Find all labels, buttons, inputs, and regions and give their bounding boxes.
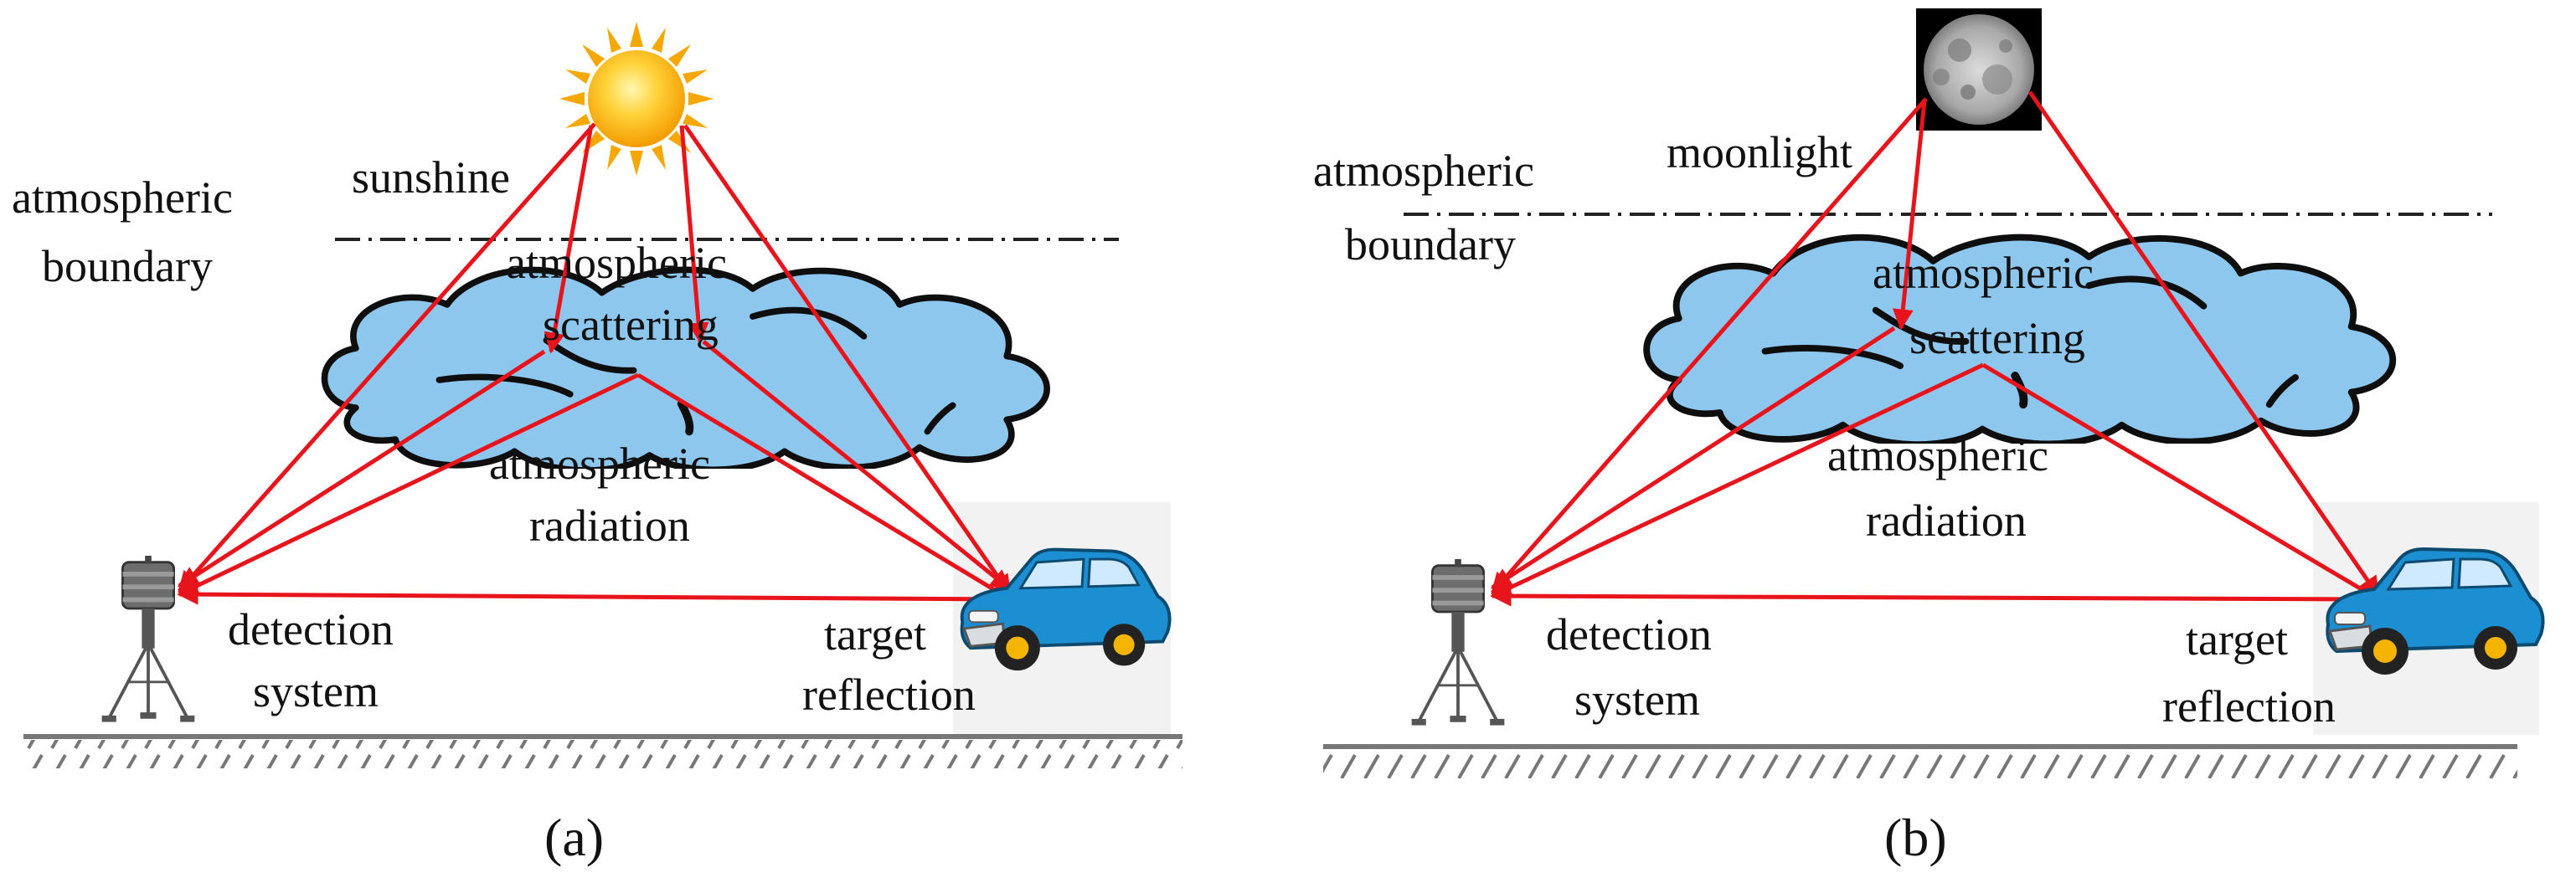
ray-scatter-to-detector bbox=[1490, 326, 1896, 590]
detector-label-line1: detection bbox=[1546, 609, 1712, 660]
sun-icon bbox=[559, 22, 714, 176]
radiation-label-line2: radiation bbox=[1866, 495, 2027, 546]
detector-label-line2: system bbox=[253, 666, 379, 716]
ground-hatch bbox=[1323, 750, 2517, 778]
ray-radiation-to-detector bbox=[1490, 362, 1985, 598]
scattering-label-line2: scattering bbox=[1909, 313, 2085, 363]
boundary-label-line1: atmospheric bbox=[1313, 146, 1534, 196]
ray-scatter-to-target bbox=[702, 340, 1012, 591]
ray-target-detector bbox=[177, 583, 1012, 610]
scattering-label-line1: atmospheric bbox=[506, 238, 727, 288]
target-label-line1: target bbox=[2186, 614, 2288, 665]
light-paths-b bbox=[1490, 90, 2381, 610]
panel-b: moonlight atmospheric boundary atmospher… bbox=[1313, 8, 2545, 867]
radiation-label-line1: atmospheric bbox=[489, 439, 710, 489]
moon-icon bbox=[1916, 8, 2042, 131]
panel-a: sunshine atmospheric boundary atmospheri… bbox=[12, 22, 1182, 867]
detector-label-line2: system bbox=[1574, 675, 1700, 725]
detection-system-icon bbox=[1412, 559, 1505, 726]
detector-label-line1: detection bbox=[228, 604, 394, 655]
ground-hatch bbox=[23, 740, 1182, 768]
source-label: moonlight bbox=[1667, 127, 1852, 177]
ray-moon-to-target bbox=[2027, 90, 2381, 598]
target-label-line2: reflection bbox=[802, 670, 976, 720]
source-label: sunshine bbox=[352, 152, 510, 203]
panel-caption: (b) bbox=[1884, 808, 1947, 867]
radiation-label-line1: atmospheric bbox=[1827, 430, 2048, 480]
target-label-line1: target bbox=[824, 609, 926, 660]
ray-scatter-to-detector bbox=[177, 349, 546, 588]
detection-system-icon bbox=[102, 556, 195, 722]
boundary-label-line2: boundary bbox=[42, 241, 213, 291]
target-label-line2: reflection bbox=[2162, 681, 2336, 732]
scattering-label-line1: atmospheric bbox=[1873, 248, 2094, 298]
ray-sun-to-target bbox=[683, 124, 1012, 597]
ray-moon-to-scatter bbox=[1892, 100, 1927, 331]
ray-target-detector bbox=[1490, 585, 2381, 610]
ray-radiation-to-target bbox=[1981, 362, 2381, 602]
ray-moon-to-detector bbox=[1491, 97, 1928, 594]
ray-sun-to-scatter-right bbox=[679, 125, 709, 344]
ray-radiation-to-detector bbox=[177, 372, 640, 597]
ray-sun-to-detector bbox=[178, 122, 596, 593]
ray-sun-to-scatter-left bbox=[544, 125, 594, 354]
light-paths-a bbox=[177, 122, 1012, 610]
radiation-label-line2: radiation bbox=[529, 501, 690, 551]
panel-caption: (a) bbox=[544, 808, 604, 867]
ray-radiation-to-target bbox=[636, 372, 1012, 602]
scattering-label-line2: scattering bbox=[543, 300, 719, 350]
boundary-label-line2: boundary bbox=[1345, 219, 1516, 270]
boundary-label-line1: atmospheric bbox=[12, 172, 233, 223]
